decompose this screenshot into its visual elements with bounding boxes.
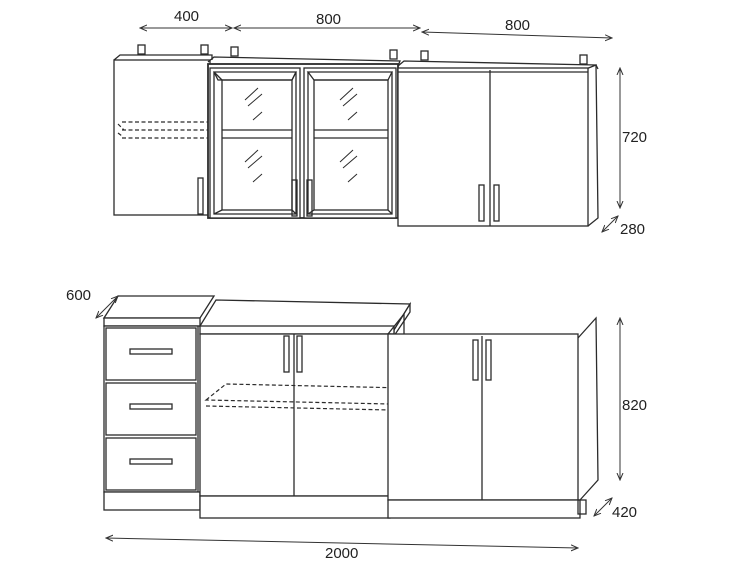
dim-upper-width-1: 400 (174, 8, 200, 25)
lower-dimension-lines (96, 296, 620, 548)
upper-solid-handle-right (493, 184, 500, 222)
drawer-handle-1 (129, 348, 173, 355)
upper-door-handle (197, 177, 204, 215)
dim-total-width: 2000 (325, 545, 359, 562)
dim-lower-height: 820 (622, 397, 648, 414)
dim-upper-height: 720 (622, 129, 648, 146)
drawer-handle-2 (129, 403, 173, 410)
lower-base-unit-left (198, 299, 412, 519)
upper-cabinet-800-glass (207, 56, 401, 219)
lower-right-handle-2 (485, 339, 492, 381)
upper-hanging-brackets (137, 44, 588, 65)
upper-cabinets (113, 44, 599, 227)
drawer-handle-3 (129, 458, 173, 465)
drawer-1 (105, 327, 197, 381)
dim-upper-width-2: 800 (316, 11, 342, 28)
upper-cabinet-400 (113, 54, 218, 216)
upper-cabinet-800-solid (397, 60, 599, 227)
lower-base-unit-right (387, 312, 599, 519)
lower-cabinets (102, 295, 599, 519)
lower-left-handle-1 (283, 335, 290, 373)
drawer-3 (105, 437, 197, 491)
dim-lower-depth-left: 600 (66, 287, 92, 304)
dim-upper-width-3: 800 (505, 17, 531, 34)
dim-upper-depth: 280 (620, 221, 646, 238)
dim-lower-depth-right: 420 (612, 504, 638, 521)
upper-glass-handle-left (291, 179, 298, 217)
lower-right-handle-1 (472, 339, 479, 381)
lower-drawer-unit (102, 295, 216, 511)
upper-dimension-lines (140, 28, 620, 232)
drawer-2 (105, 382, 197, 436)
lower-left-handle-2 (296, 335, 303, 373)
upper-glass-handle-right (306, 179, 313, 217)
upper-solid-handle-left (478, 184, 485, 222)
